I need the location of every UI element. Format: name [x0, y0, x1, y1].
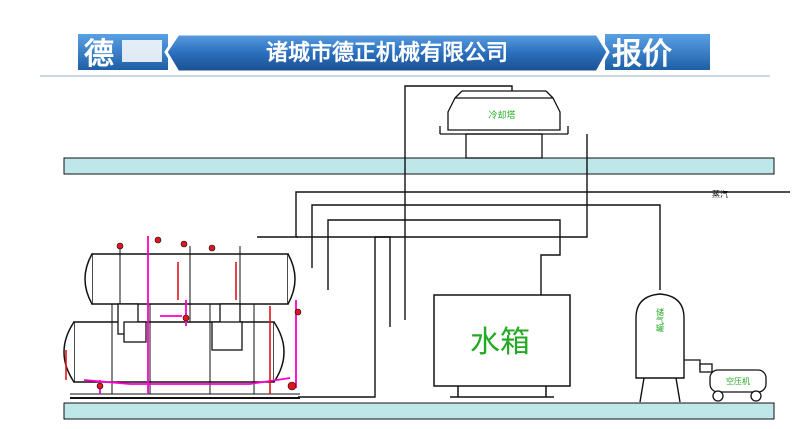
- air-tank-label: 储气罐: [656, 307, 665, 333]
- air-storage-tank: [635, 293, 685, 403]
- steam-label: 蒸汽: [712, 189, 728, 199]
- upper-floor-slab: [63, 157, 775, 175]
- left-banner-fragment: 德: [84, 37, 114, 72]
- header-banner: 德 报价 诸城市德正机械有限公司: [40, 32, 770, 77]
- lower-drum: [73, 321, 275, 383]
- cooling-tower-label: 冷却塔: [488, 109, 515, 121]
- lower-floor-slab: [63, 402, 775, 420]
- water-tank-label: 水箱: [470, 325, 530, 360]
- company-ribbon: [164, 32, 610, 74]
- water-tank: [433, 294, 571, 398]
- air-compressor-label: 空压机: [726, 376, 750, 386]
- right-banner-fragment: 报价: [612, 37, 672, 72]
- boiler-assembly: [63, 236, 302, 399]
- cooling-tower: [439, 90, 569, 159]
- air-compressor: [684, 359, 767, 402]
- company-name: 诸城市德正机械有限公司: [266, 40, 508, 66]
- pipe-network: [257, 85, 790, 398]
- right-banner-tile: [605, 34, 710, 70]
